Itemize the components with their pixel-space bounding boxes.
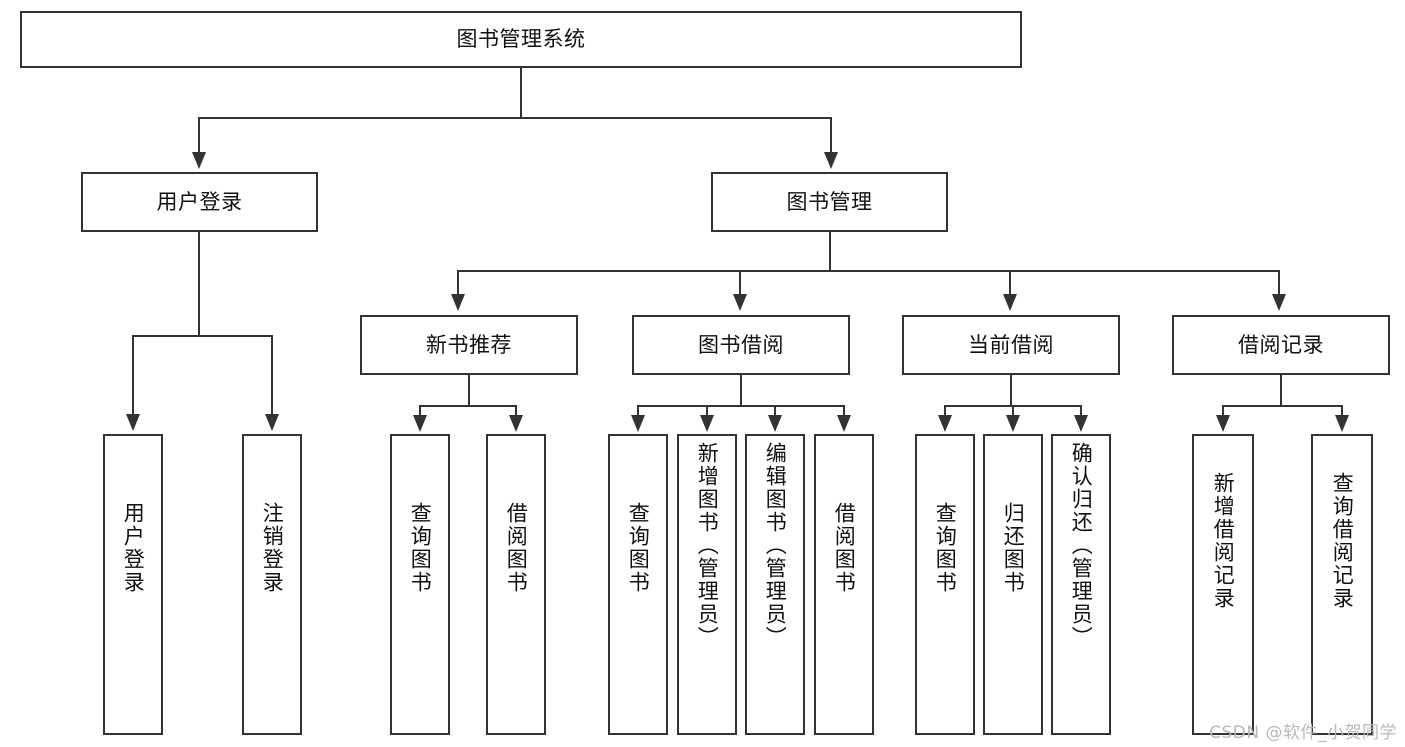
leaf-label: 借阅图书 — [832, 502, 857, 594]
edge-bm-to-borrow-record — [1278, 270, 1280, 295]
leaf-new-book-recommend-1[interactable]: 借阅图书 — [486, 434, 546, 735]
csdn-watermark: CSDN @软件_小贺同学 — [1209, 723, 1397, 743]
leaf-borrow-record-1[interactable]: 查询借阅记录 — [1311, 434, 1373, 735]
node-user-login[interactable]: 用户登录 — [81, 172, 318, 232]
arrowhead-borrow-record-to-leaf-1 — [1335, 415, 1349, 432]
leaf-book-borrow-3[interactable]: 借阅图书 — [814, 434, 874, 735]
edge-current-borrow-to-leaf-0 — [944, 405, 946, 419]
edge-book-borrow-to-leaf-0 — [637, 405, 639, 419]
edge-user-login-bus — [133, 335, 272, 337]
arrowhead-book-borrow-to-leaf-1 — [700, 415, 714, 432]
arrowhead-current-borrow-to-leaf-1 — [1006, 415, 1020, 432]
leaf-book-borrow-0[interactable]: 查询图书 — [608, 434, 668, 735]
leaf-label: 查询图书 — [933, 502, 958, 594]
edge-bm-to-new-book — [457, 270, 459, 295]
leaf-label: 确认归还（管理员） — [1069, 442, 1094, 649]
node-label: 图书管理 — [786, 189, 873, 214]
leaf-label: 新增图书（管理员） — [695, 442, 720, 649]
node-label: 新书推荐 — [426, 332, 512, 357]
leaf-label: 查询图书 — [626, 502, 651, 594]
edge-bm-to-current-borrow — [1009, 270, 1011, 295]
edge-book-management-bus — [457, 270, 1280, 272]
node-new-book-recommend[interactable]: 新书推荐 — [360, 315, 578, 375]
leaf-label: 借阅图书 — [504, 502, 529, 594]
edge-current-borrow-stem — [1010, 375, 1012, 406]
node-label: 用户登录 — [156, 189, 243, 214]
edge-root-stem — [520, 68, 522, 118]
node-borrow-record[interactable]: 借阅记录 — [1172, 315, 1390, 375]
arrowhead-book-borrow-to-leaf-0 — [631, 415, 645, 432]
leaf-label: 编辑图书（管理员） — [763, 442, 788, 649]
arrowhead-book-borrow-to-leaf-3 — [837, 415, 851, 432]
leaf-current-borrow-1[interactable]: 归还图书 — [983, 434, 1043, 735]
leaf-label: 用户登录 — [121, 502, 146, 594]
leaf-user-login-1[interactable]: 注销登录 — [242, 434, 302, 735]
node-current-borrow[interactable]: 当前借阅 — [902, 315, 1120, 375]
leaf-current-borrow-0[interactable]: 查询图书 — [915, 434, 975, 735]
edge-root-to-user-login — [198, 117, 200, 153]
arrowhead-borrow-record-to-leaf-0 — [1216, 415, 1230, 432]
edge-borrow-record-to-leaf-0 — [1222, 405, 1224, 419]
node-book-management-system[interactable]: 图书管理系统 — [20, 11, 1022, 68]
edge-book-borrow-to-leaf-3 — [843, 405, 845, 419]
leaf-user-login-0[interactable]: 用户登录 — [103, 434, 163, 735]
edge-book-borrow-stem — [740, 375, 742, 406]
edge-user-login-to-leaf-0 — [132, 335, 134, 415]
edge-borrow-record-stem — [1280, 375, 1282, 406]
arrowhead-new-book-to-leaf-0 — [413, 415, 427, 432]
leaf-book-borrow-2[interactable]: 编辑图书（管理员） — [745, 434, 805, 735]
leaf-label: 新增借阅记录 — [1211, 472, 1236, 610]
edge-new-book-to-leaf-0 — [419, 405, 421, 419]
leaf-label: 归还图书 — [1001, 502, 1026, 594]
edge-current-borrow-to-leaf-1 — [1012, 405, 1014, 419]
node-label: 图书管理系统 — [456, 27, 586, 52]
leaf-new-book-recommend-0[interactable]: 查询图书 — [390, 434, 450, 735]
edge-book-borrow-to-leaf-1 — [706, 405, 708, 419]
edge-borrow-record-to-leaf-1 — [1341, 405, 1343, 419]
leaf-current-borrow-2[interactable]: 确认归还（管理员） — [1051, 434, 1111, 735]
leaf-label: 查询图书 — [408, 502, 433, 594]
edge-new-book-to-leaf-1 — [515, 405, 517, 419]
node-label: 图书借阅 — [698, 332, 784, 357]
arrowhead-bm-to-borrow-record — [1272, 294, 1286, 311]
edge-new-book-bus — [419, 405, 517, 407]
leaf-label: 注销登录 — [260, 502, 285, 594]
edge-current-borrow-to-leaf-2 — [1080, 405, 1082, 419]
arrowhead-user-login-to-leaf-0 — [126, 414, 140, 431]
node-label: 借阅记录 — [1238, 332, 1324, 357]
node-book-management[interactable]: 图书管理 — [711, 172, 948, 232]
edge-book-management-stem — [829, 232, 831, 271]
arrowhead-bm-to-current-borrow — [1003, 294, 1017, 311]
edge-borrow-record-bus — [1222, 405, 1342, 407]
arrowhead-book-borrow-to-leaf-2 — [768, 415, 782, 432]
node-label: 当前借阅 — [968, 332, 1054, 357]
edge-book-borrow-to-leaf-2 — [774, 405, 776, 419]
arrowhead-bm-to-book-borrow — [733, 294, 747, 311]
edge-new-book-stem — [468, 375, 470, 406]
arrowhead-root-to-user-login — [192, 152, 206, 169]
edge-user-login-stem — [198, 232, 200, 336]
edge-user-login-to-leaf-1 — [271, 335, 273, 415]
edge-bm-to-book-borrow — [739, 270, 741, 295]
arrowhead-current-borrow-to-leaf-0 — [938, 415, 952, 432]
arrowhead-new-book-to-leaf-1 — [509, 415, 523, 432]
edge-book-borrow-bus — [637, 405, 844, 407]
edge-root-to-book-management — [830, 117, 832, 153]
arrowhead-root-to-book-management — [824, 152, 838, 169]
node-book-borrow[interactable]: 图书借阅 — [632, 315, 850, 375]
leaf-label: 查询借阅记录 — [1330, 472, 1355, 610]
arrowhead-bm-to-new-book — [451, 294, 465, 311]
arrowhead-current-borrow-to-leaf-2 — [1074, 415, 1088, 432]
leaf-borrow-record-0[interactable]: 新增借阅记录 — [1192, 434, 1254, 735]
leaf-book-borrow-1[interactable]: 新增图书（管理员） — [677, 434, 737, 735]
arrowhead-user-login-to-leaf-1 — [265, 414, 279, 431]
edge-root-bus — [198, 117, 832, 119]
